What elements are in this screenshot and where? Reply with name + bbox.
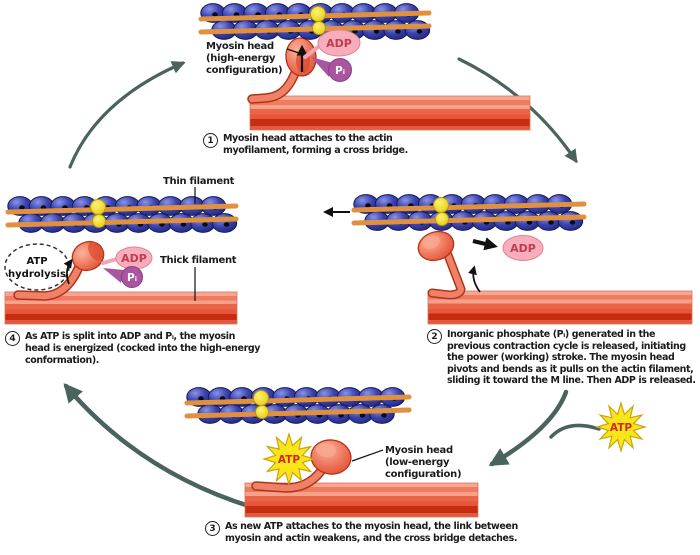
thick-filament-step1 — [249, 95, 531, 131]
step-2-caption: 2 Inorganic phosphate (Pᵢ) generated in … — [427, 329, 696, 387]
myosin-step4 — [13, 240, 105, 301]
myosin-step1 — [247, 37, 317, 104]
cycle-arrow-atp-branch — [549, 423, 601, 439]
myosin-molecules — [13, 37, 466, 493]
myosin-high-pointer-line — [286, 48, 300, 54]
thin-filament-label: Thin filament — [163, 176, 234, 188]
myosin-high-line2: (high-energy — [206, 53, 276, 64]
myosin-low-line2: (low-energy — [385, 457, 450, 468]
cock-arrow-step4 — [63, 258, 73, 285]
step-1-caption: 1 Myosin head attaches to the actin myof… — [203, 133, 408, 157]
atp-hydrolysis-ellipse — [4, 243, 70, 291]
atp-burst-step3 — [261, 431, 317, 487]
step-4-line2: head is energized (cocked into the high-… — [25, 343, 261, 354]
adp-label-step4: ADP — [121, 252, 147, 265]
pi-bubble-step4 — [121, 266, 143, 288]
step-1-line2: myofilament, forming a cross bridge. — [223, 145, 408, 156]
step-2-line3: the power (working) stroke. The myosin h… — [447, 352, 675, 363]
cycle-arrow-step2-to-step3 — [488, 389, 569, 467]
step-2-line2: previous contraction cycle is released, … — [447, 340, 686, 352]
molecule-bubbles — [4, 29, 648, 487]
step-2-number: 2 — [427, 329, 442, 344]
actin-filament-step1 — [198, 3, 432, 40]
step-4-line3: conformation). — [25, 355, 100, 366]
pi-label-step1: Pᵢ — [335, 65, 345, 77]
pivot-arrow-step2 — [468, 265, 481, 293]
actin-filament-step4 — [5, 196, 239, 233]
pi-bubble-step1 — [328, 58, 352, 82]
step-2-line1: Inorganic phosphate (Pᵢ) generated in th… — [447, 329, 656, 340]
atp-label-step3: ATP — [278, 454, 300, 466]
atp-hydrolysis-line2: hydrolysis — [8, 269, 66, 280]
adp-label-step1: ADP — [326, 37, 352, 50]
adp-bubble-step2 — [502, 235, 544, 261]
bubble-texts: ADP ADP ADP Pᵢ Pᵢ ATP ATP ATP hydrolysis — [8, 37, 632, 466]
adp-bubble-step1 — [317, 29, 361, 57]
thick-filament-label: Thick filament — [160, 255, 237, 267]
thin-filament-text: Thin filament — [163, 176, 235, 187]
step-4-caption: 4 As ATP is split into ADP and Pᵢ, the m… — [5, 331, 260, 367]
actin-filaments — [5, 3, 587, 424]
adp-label-step2: ADP — [510, 242, 536, 255]
myosin-low-line3: configuration) — [385, 469, 462, 480]
myosin-low-label: Myosin head (low-energy configuration) — [385, 445, 462, 481]
atp-hydrolysis-line1: ATP — [26, 256, 47, 267]
step-3-line2: myosin and actin weakens, and the cross … — [225, 533, 518, 544]
step-1-line1: Myosin head attaches to the actin — [223, 133, 393, 144]
power-stroke-adp-arrow — [472, 237, 498, 251]
step-2-line5: sliding it toward the M line. Then ADP i… — [447, 375, 696, 386]
step-2-line4: pivots and bends as it pulls on the acti… — [447, 363, 694, 375]
myosin-step3 — [251, 439, 352, 493]
step-1-number: 1 — [203, 133, 218, 148]
myosin-high-line3: configuration) — [206, 65, 283, 76]
step-4-line1: As ATP is split into ADP and Pᵢ, the myo… — [25, 331, 236, 342]
step-3-line1: As new ATP attaches to the myosin head, … — [225, 521, 518, 532]
myosin-high-line1: Myosin head — [206, 41, 274, 52]
pi-tail-step1 — [311, 57, 333, 77]
pi-label-step4: Pᵢ — [127, 272, 137, 284]
cycle-arrow-step3-to-step4 — [63, 383, 255, 510]
myosin-low-line1: Myosin head — [385, 445, 453, 456]
atp-burst-cycle — [594, 400, 648, 454]
myosin-high-label: Myosin head (high-energy configuration) — [206, 41, 283, 77]
cycle-arrows — [63, 57, 601, 510]
step-3-caption: 3 As new ATP attaches to the myosin head… — [205, 521, 518, 545]
pi-tail-step4 — [103, 268, 124, 283]
myosin-step2 — [417, 230, 466, 300]
actin-filament-step3 — [184, 387, 412, 424]
myosin-low-pointer-line — [351, 449, 384, 462]
atp-label-cycle: ATP — [610, 422, 632, 434]
annotation-arrows — [63, 48, 498, 462]
thick-filament-step2 — [427, 290, 693, 325]
cycle-arrow-step4-to-step1 — [68, 61, 186, 169]
step-4-number: 4 — [5, 331, 20, 346]
step-3-number: 3 — [205, 521, 220, 536]
thick-filament-text: Thick filament — [160, 255, 237, 266]
actin-filament-step2 — [351, 194, 587, 231]
